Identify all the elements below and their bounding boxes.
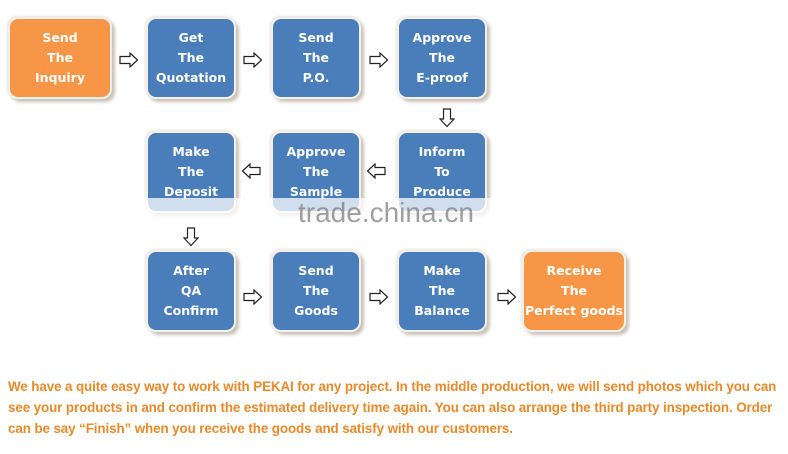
- step-label: The: [303, 283, 329, 298]
- step-label: Approve: [412, 30, 472, 45]
- step-label: Quotation: [155, 70, 227, 85]
- step-label: Inform: [418, 144, 466, 159]
- step-label: Approve: [286, 144, 346, 159]
- step-label: Balance: [414, 303, 470, 318]
- step-label: The: [47, 50, 73, 65]
- step-label: Inquiry: [35, 70, 85, 85]
- flow-arrow-icon: [183, 227, 199, 247]
- watermark-band: [143, 198, 493, 220]
- step-label: Receive: [546, 263, 602, 278]
- step-label: The: [178, 164, 204, 179]
- step-label: Perfect goods: [525, 303, 623, 318]
- flow-arrow-icon: [369, 289, 389, 305]
- flow-arrow-icon: [366, 163, 386, 179]
- flow-arrow-icon: [243, 289, 263, 305]
- flow-arrow-icon: [439, 108, 455, 128]
- step-label: E-proof: [416, 70, 468, 85]
- step-label: Make: [423, 263, 461, 278]
- step-label: Send: [42, 30, 78, 45]
- step-label: Get: [178, 30, 204, 45]
- step-label: Confirm: [163, 303, 219, 318]
- step-label: To: [434, 164, 450, 179]
- step-label: Send: [298, 263, 334, 278]
- step-label: Make: [172, 144, 210, 159]
- step-label: The: [561, 283, 587, 298]
- step-label: The: [429, 50, 455, 65]
- step-label: After: [173, 263, 209, 278]
- step-label: Sample: [289, 184, 343, 199]
- step-label: Goods: [294, 303, 338, 318]
- step-label: P.O.: [302, 70, 330, 85]
- step-label: The: [303, 50, 329, 65]
- step-label: The: [303, 164, 329, 179]
- step-label: The: [178, 50, 204, 65]
- flow-arrow-icon: [369, 52, 389, 68]
- step-label: Produce: [413, 184, 471, 199]
- watermark: trade.china.cn: [298, 197, 474, 228]
- step-label: Deposit: [163, 184, 219, 199]
- flow-arrow-icon: [243, 52, 263, 68]
- step-label: QA: [180, 283, 202, 298]
- flow-arrow-icon: [119, 52, 139, 68]
- flow-arrow-icon: [241, 163, 261, 179]
- flow-arrow-icon: [497, 289, 517, 305]
- description-text: We have a quite easy way to work with PE…: [8, 379, 777, 436]
- step-label: The: [429, 283, 455, 298]
- step-label: Send: [298, 30, 334, 45]
